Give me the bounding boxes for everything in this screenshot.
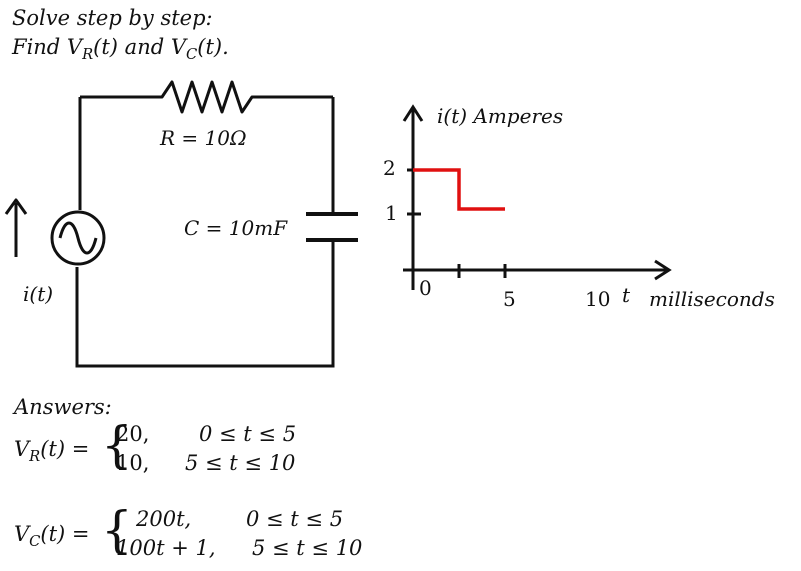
vc-case-1-range: 0 ≤ t ≤ 5 xyxy=(246,507,344,531)
ac-source-icon xyxy=(50,210,106,266)
vr-case-2-value: 10, xyxy=(116,451,150,475)
x-tick-label-0: 0 xyxy=(419,276,432,300)
resistor-label: R = 10Ω xyxy=(160,126,247,150)
chart-axes xyxy=(402,104,672,290)
problem-line-2: Find VR(t) and VC(t). xyxy=(12,35,229,64)
vc-brace: { xyxy=(101,501,133,559)
chart-ticks xyxy=(407,168,507,278)
vr-brace: { xyxy=(101,416,133,474)
y-axis-label: i(t) Amperes xyxy=(437,104,564,128)
vc-case-2-range: 5 ≤ t ≤ 10 xyxy=(252,536,363,560)
x-axis-label: t xyxy=(622,283,631,307)
wire-right-bottom xyxy=(75,241,335,368)
x-axis-arrow xyxy=(654,259,672,281)
top-wire-with-resistor xyxy=(80,80,333,114)
vr-case-1-value: 20, xyxy=(116,422,150,446)
capacitor-label: C = 10mF xyxy=(184,216,288,240)
vc-case-2-value: 100t + 1, xyxy=(116,536,216,560)
vr-lhs: VR(t) = xyxy=(14,437,90,466)
y-tick-label-2: 2 xyxy=(383,156,396,180)
chart-series xyxy=(413,168,505,211)
x-tick-label-10: 10 xyxy=(585,287,611,311)
answers-heading: Answers: xyxy=(14,395,112,419)
problem-line-1: Solve step by step: xyxy=(12,6,213,30)
vr-case-2-range: 5 ≤ t ≤ 10 xyxy=(185,451,296,475)
x-axis-unit: milliseconds xyxy=(649,287,775,311)
current-series-line xyxy=(413,168,505,211)
vc-case-1-value: 200t, xyxy=(136,507,192,531)
x-tick-label-5: 5 xyxy=(503,287,516,311)
vr-case-1-range: 0 ≤ t ≤ 5 xyxy=(199,422,297,446)
vc-lhs: VC(t) = xyxy=(14,522,90,551)
y-tick-label-1: 1 xyxy=(385,201,398,225)
y-axis-arrow xyxy=(402,104,424,122)
sine-wave-icon xyxy=(58,221,98,255)
source-label: i(t) xyxy=(23,282,54,306)
